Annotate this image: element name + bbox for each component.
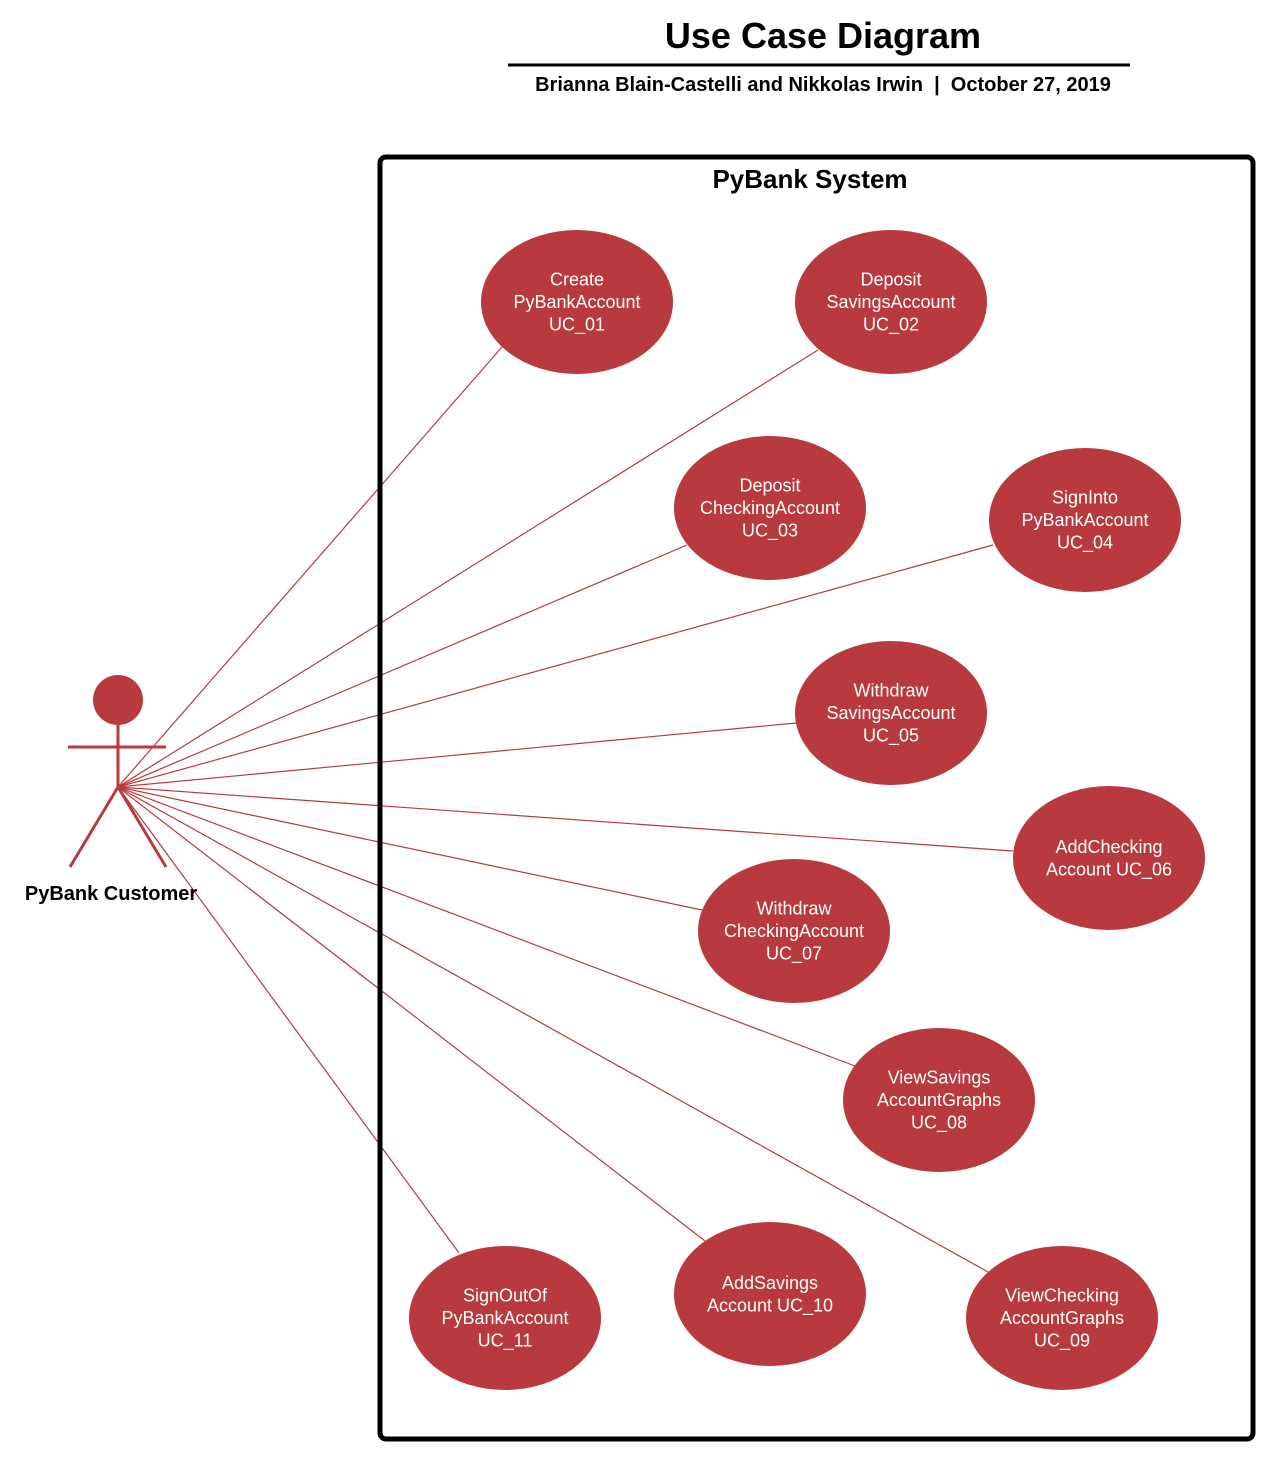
association-line-uc-02	[117, 349, 819, 788]
use-case-label: CheckingAccount	[724, 921, 864, 941]
actor-right-leg	[116, 786, 168, 868]
association-line-uc-01	[117, 346, 503, 788]
use-case-label: SavingsAccount	[826, 703, 955, 723]
use-case-ellipse	[481, 230, 673, 374]
use-case-label: AccountGraphs	[1000, 1308, 1124, 1328]
use-case-label: Withdraw	[853, 681, 929, 701]
actor-left-leg	[68, 786, 120, 868]
use-case-label: Account UC_06	[1046, 859, 1172, 880]
use-case-label: AddChecking	[1055, 837, 1162, 857]
association-line-uc-03	[117, 544, 688, 788]
use-case-label: ViewSavings	[888, 1068, 991, 1088]
association-line-uc-04	[117, 544, 994, 788]
association-line-uc-08	[117, 786, 856, 1067]
association-lines	[117, 346, 1014, 1273]
diagram-title: Use Case Diagram	[665, 15, 981, 56]
use-case-ellipse	[698, 859, 890, 1003]
use-case-label: Create	[550, 270, 604, 290]
use-case-ellipse	[674, 1222, 866, 1366]
use-case-label: PyBankAccount	[513, 292, 640, 312]
system-boundary	[377, 154, 1256, 1442]
actor-head	[93, 675, 143, 725]
use-case-label: AddSavings	[722, 1273, 818, 1293]
use-case-label: UC_07	[766, 944, 822, 965]
use-case-ellipse	[409, 1246, 601, 1390]
use-case-label: UC_04	[1057, 533, 1113, 554]
use-case-label: CheckingAccount	[700, 498, 840, 518]
use-case-label: SignInto	[1052, 488, 1118, 508]
use-case-ellipse	[966, 1246, 1158, 1390]
use-case-label: UC_09	[1034, 1331, 1090, 1352]
use-case-label: UC_03	[742, 521, 798, 542]
use-case-ellipse	[1013, 786, 1205, 930]
use-case-layer: CreatePyBankAccountUC_01DepositSavingsAc…	[409, 230, 1205, 1390]
actor-label: PyBank Customer	[25, 883, 197, 905]
use-case-label: SavingsAccount	[826, 292, 955, 312]
use-case-label: UC_01	[549, 315, 605, 336]
use-case-label: ViewChecking	[1005, 1286, 1119, 1306]
use-case-label: UC_02	[863, 315, 919, 336]
use-case-label: SignOutOf	[463, 1286, 548, 1306]
use-case-label: Deposit	[739, 476, 800, 496]
use-case-label: Withdraw	[756, 899, 832, 919]
actor-stick-figure	[68, 675, 168, 868]
association-line-uc-09	[117, 786, 989, 1273]
association-line-uc-05	[117, 722, 797, 788]
association-line-uc-06	[117, 786, 1014, 852]
use-case-label: UC_11	[478, 1331, 533, 1352]
use-case-ellipse	[989, 448, 1181, 592]
association-line-uc-07	[117, 786, 703, 911]
use-case-ellipse	[674, 436, 866, 580]
diagram-subtitle: Brianna Blain-Castelli and Nikkolas Irwi…	[535, 74, 1111, 96]
use-case-ellipse	[843, 1028, 1035, 1172]
association-line-uc-11	[117, 786, 460, 1254]
use-case-ellipse	[795, 641, 987, 785]
use-case-label: UC_08	[911, 1113, 967, 1134]
association-line-uc-10	[117, 786, 706, 1242]
use-case-label: PyBankAccount	[1021, 510, 1148, 530]
use-case-label: Deposit	[860, 270, 921, 290]
use-case-label: AccountGraphs	[877, 1090, 1001, 1110]
use-case-label: UC_05	[863, 726, 919, 747]
system-label: PyBank System	[712, 164, 907, 194]
use-case-label: Account UC_10	[707, 1295, 833, 1316]
use-case-label: PyBankAccount	[441, 1308, 568, 1328]
use-case-ellipse	[795, 230, 987, 374]
